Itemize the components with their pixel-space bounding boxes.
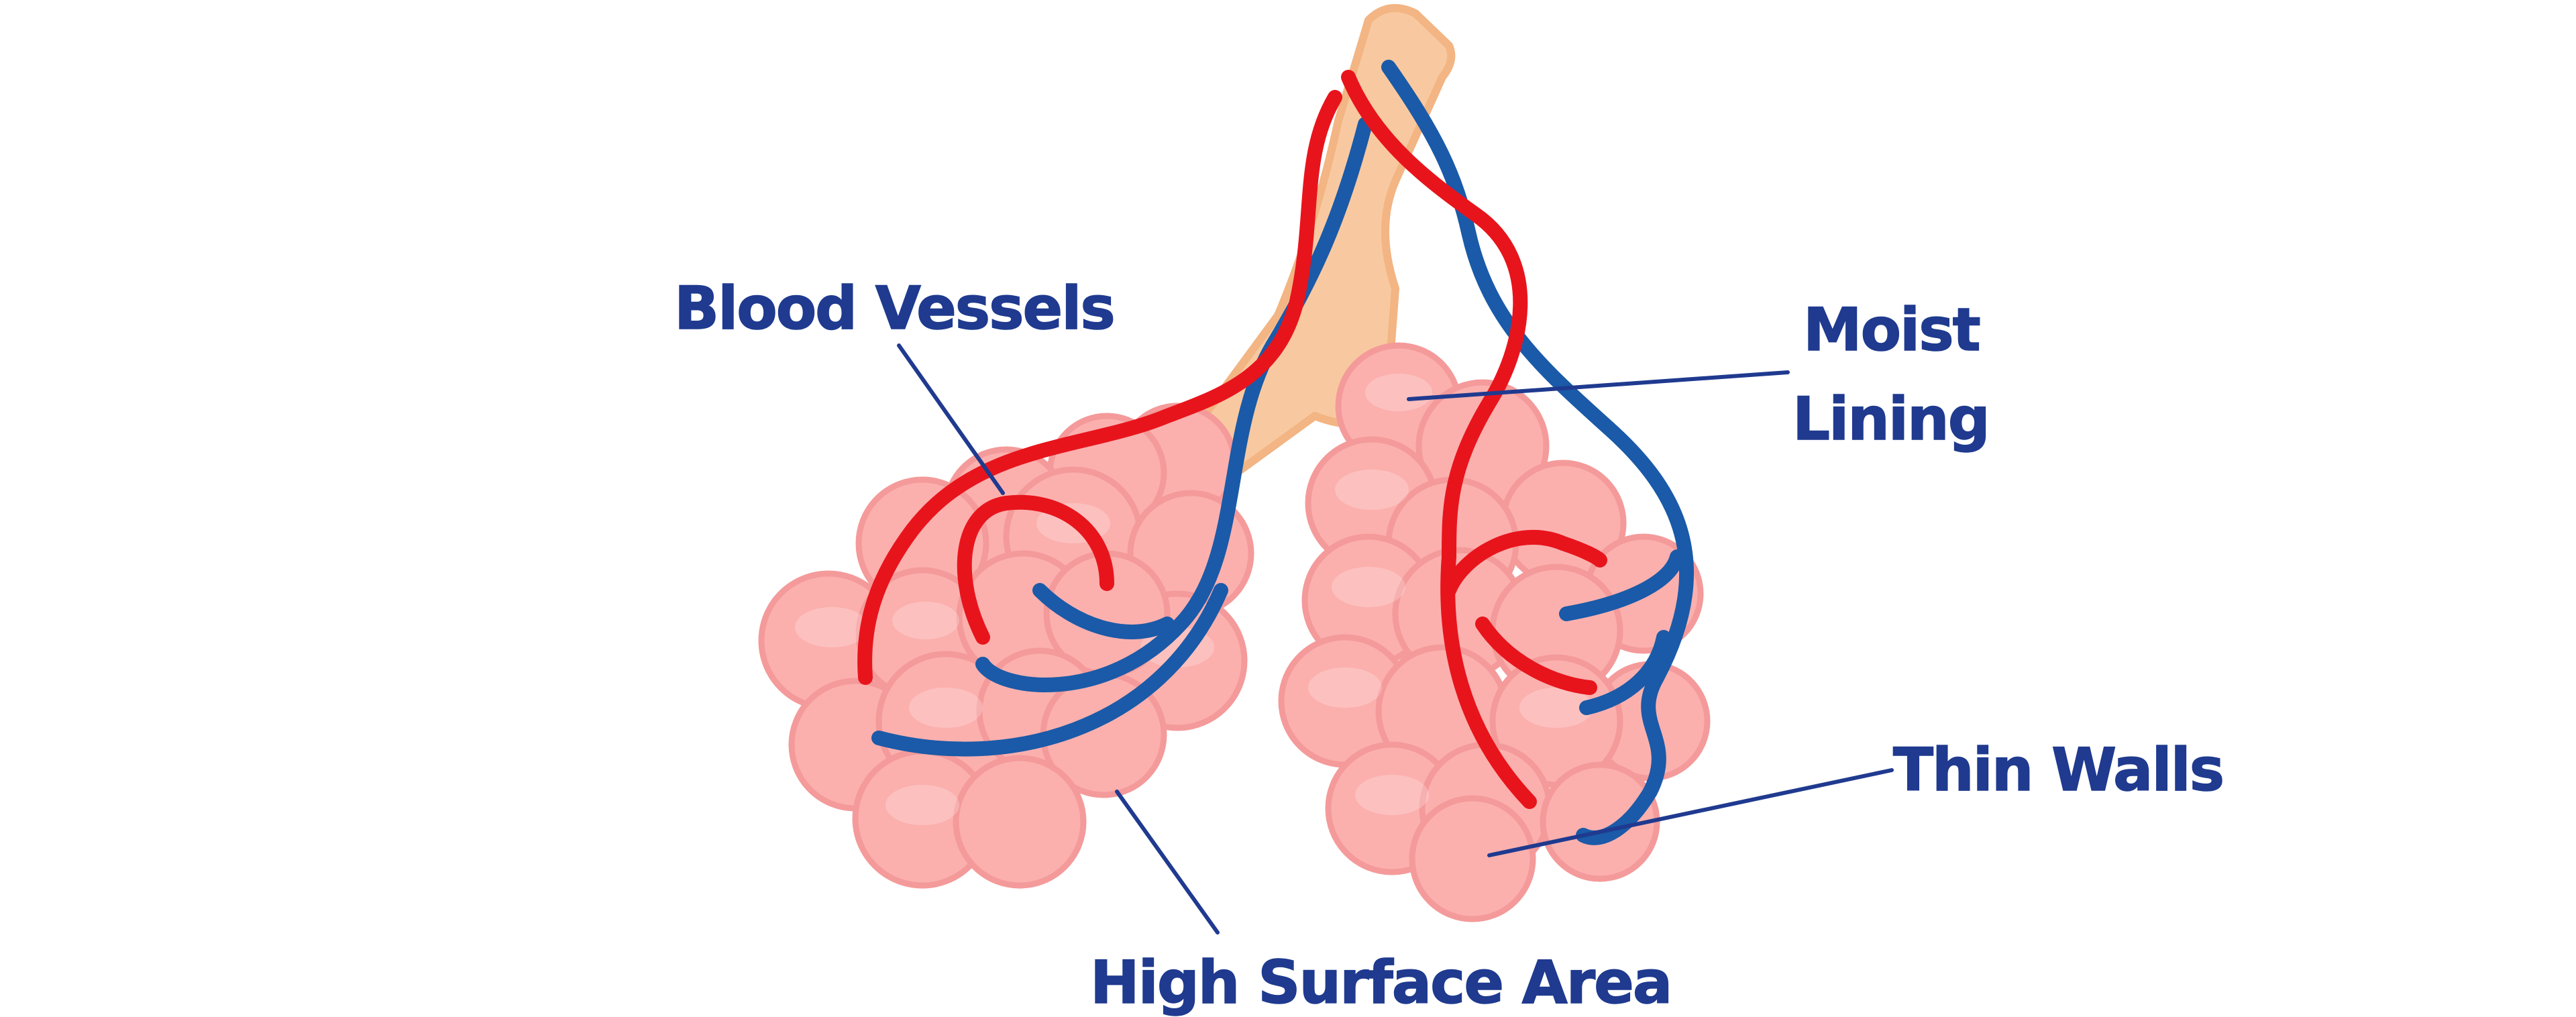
label-lining: Lining [1792,384,1989,453]
label-thin-walls: Thin Walls [1893,735,2223,804]
alveolus [953,755,1087,889]
high-surface-area-leader [1115,790,1220,934]
arteries [857,70,1607,809]
alveolus [1409,795,1536,922]
artery-right-small [1475,617,1597,695]
vein-left-loop [1032,583,1175,639]
vein-right-small [1579,630,1671,715]
label-blood-vessels: Blood Vessels [674,274,1114,343]
blood-vessels-leader [897,343,1005,495]
artery-right [1341,70,1537,809]
label-moist: Moist [1803,295,1980,364]
artery-left-loop [957,494,1114,645]
thin-walls-leader [1487,768,1894,857]
veins [871,60,1694,845]
left-alveoli-cluster [758,403,1254,889]
label-high-surface-area: High Surface Area [1090,948,1671,1017]
vein-left [975,117,1373,692]
vein-left-branch [871,583,1228,757]
vein-right [1381,60,1694,845]
vein-right-loop [1559,549,1684,621]
artery-right-loop [1442,529,1607,598]
moist-lining-leader [1407,370,1790,401]
artery-left [857,90,1342,685]
